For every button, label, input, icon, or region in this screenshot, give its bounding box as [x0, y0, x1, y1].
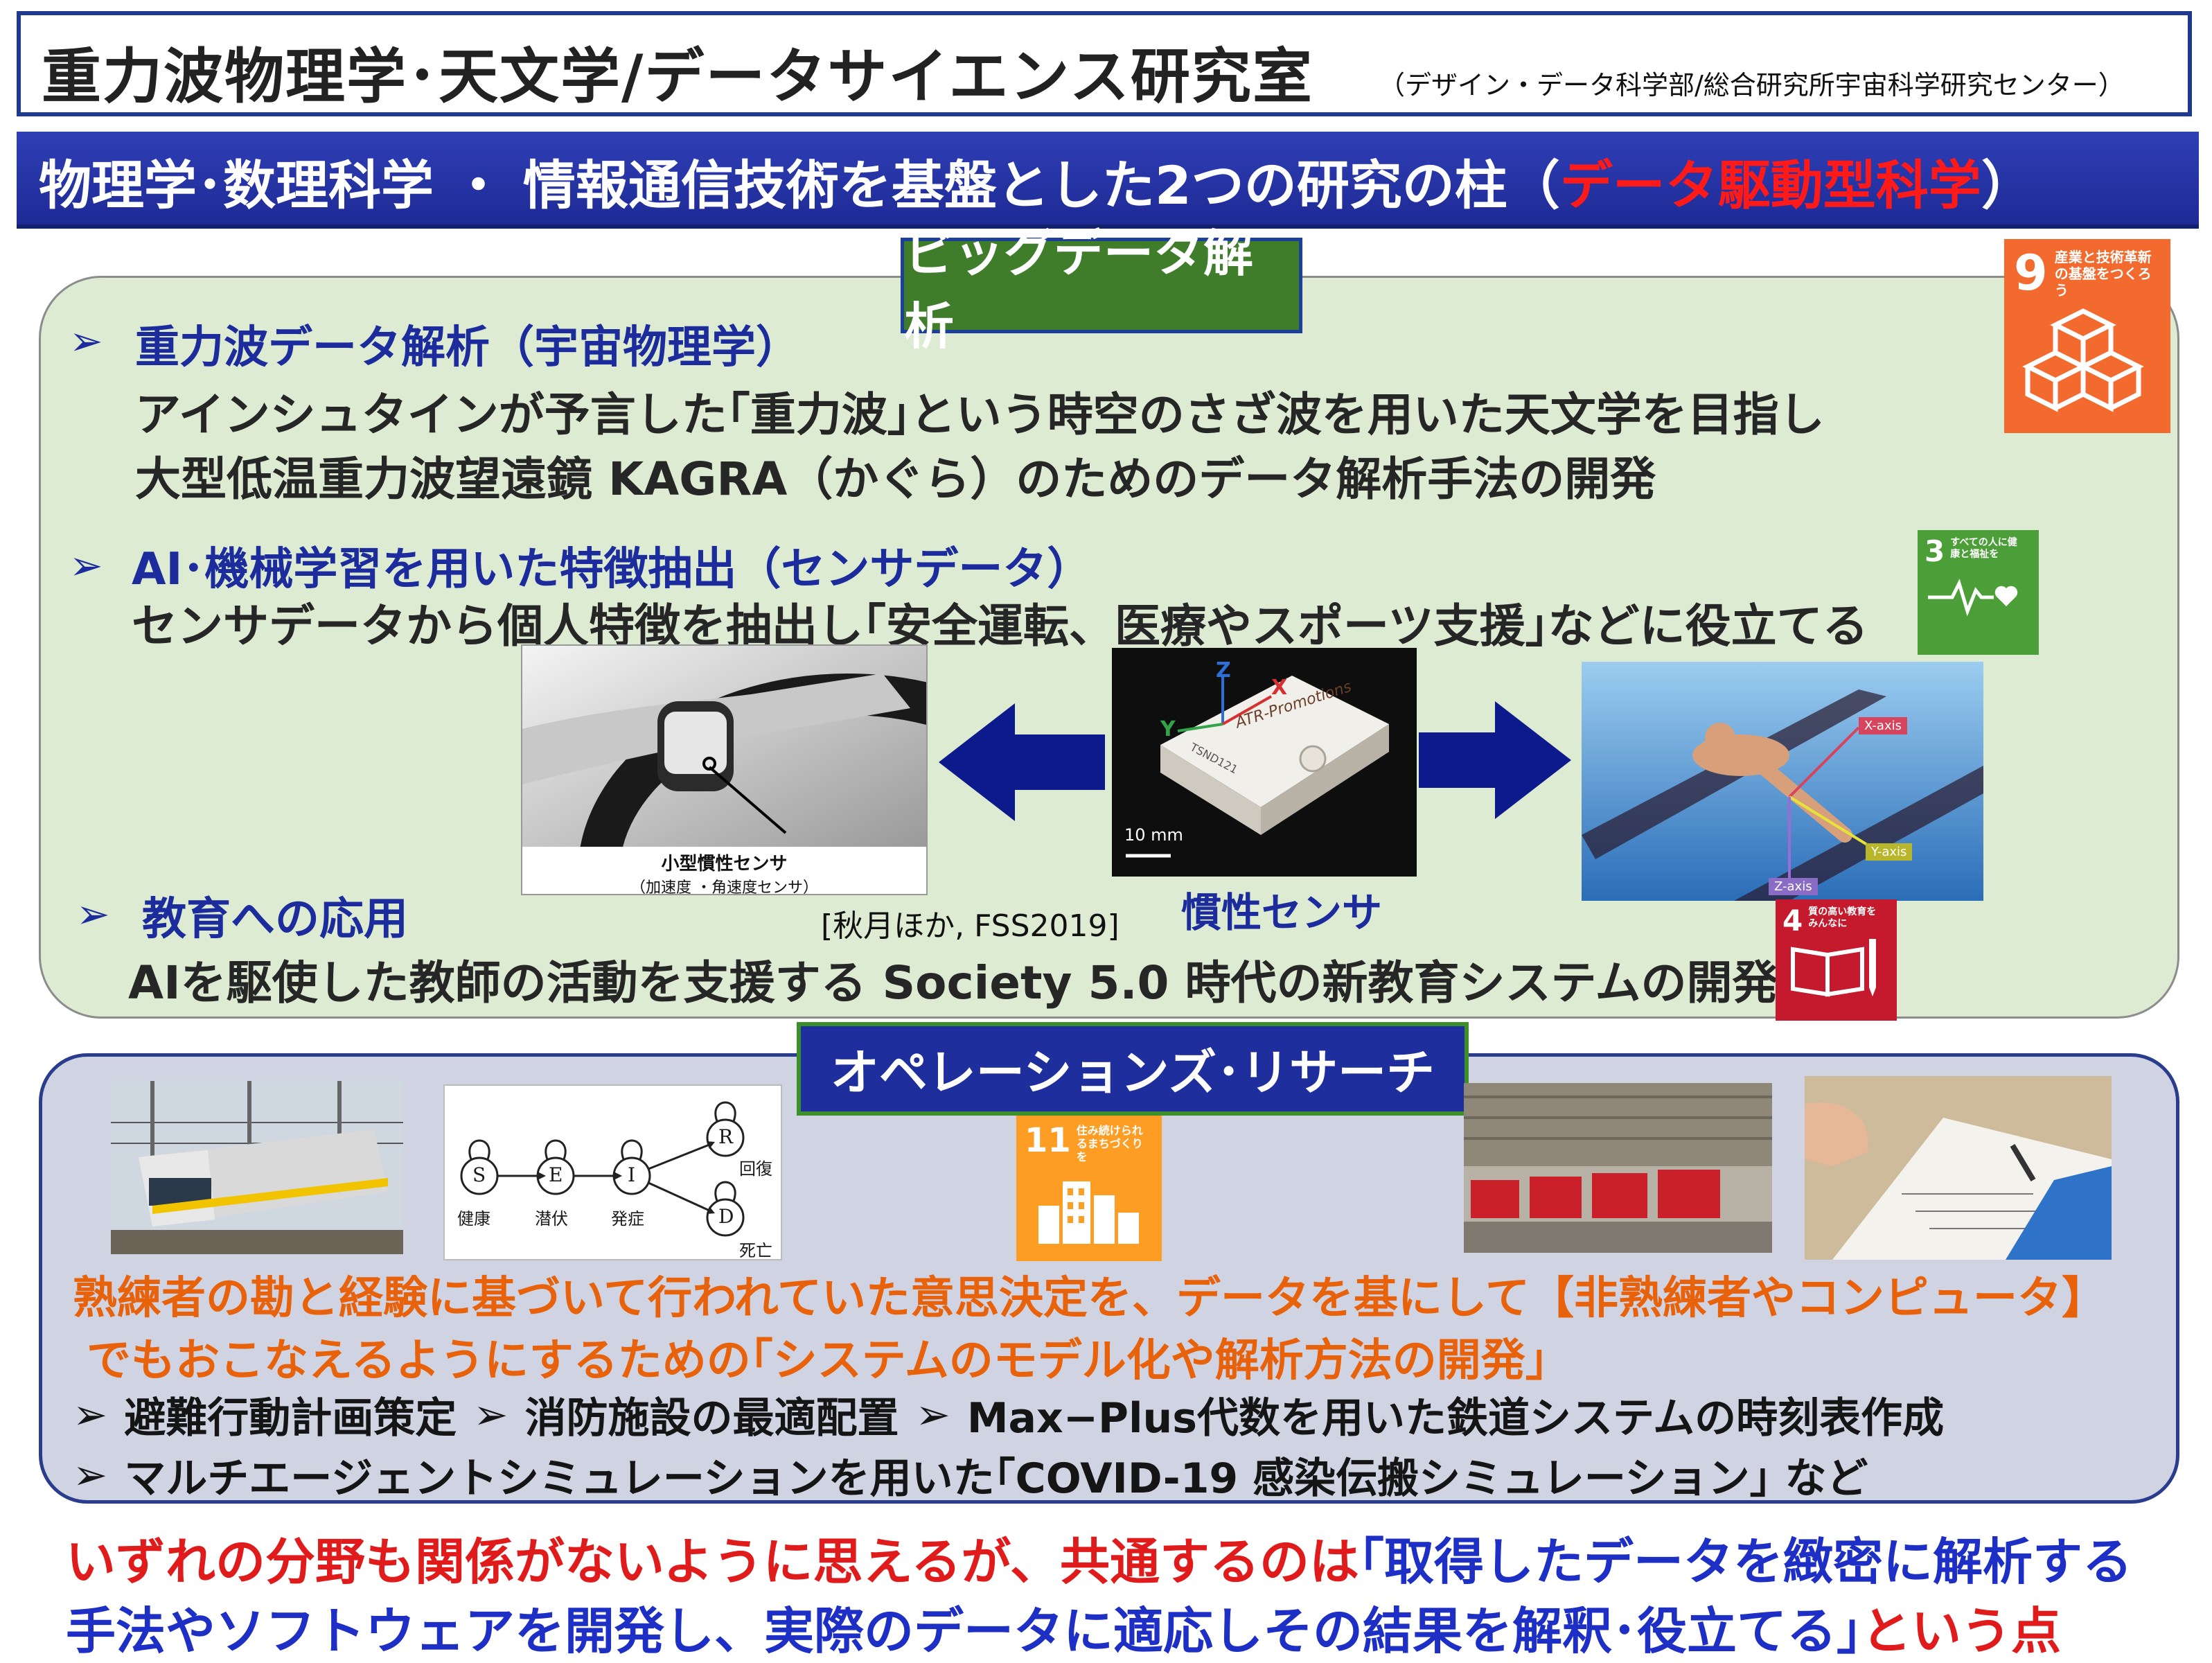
conclusion-line1-red: いずれの分野も関係がないように思えるが、共通するのは	[66, 1533, 1359, 1591]
or-item-row1: ➢ 避難行動計画策定 ➢ 消防施設の最適配置 ➢ Max−Plus代数を用いた鉄…	[73, 1384, 1944, 1445]
or-item-covid-simulation: マルチエージェントシミュレーションを用いた｢COVID-19 感染伝搬シミュレー…	[124, 1454, 1868, 1503]
topic1-line1: アインシュタインが予言した｢重力波｣という時空のさざ波を用いた天文学を目指し	[135, 388, 1825, 441]
topic1-line2: 大型低温重力波望遠鏡 KAGRA（かぐら）のためのデータ解析手法の開発	[135, 452, 1656, 506]
conclusion-line1-blue: ｢取得したデータを緻密に解析する	[1359, 1533, 2132, 1591]
sdg11-label: 住み続けられるまちづくりを	[1076, 1124, 1143, 1164]
swim-x-axis-label: X-axis	[1859, 717, 1907, 734]
axis-x-label: X	[1271, 676, 1288, 700]
banner-highlight: データ駆動型科学	[1559, 155, 1981, 216]
or-description-line1: 熟練者の勘と経験に基づいて行われていた意思決定を、データを基にして【非熟練者やコ…	[73, 1273, 2107, 1324]
scale-bar-label: 10 mm	[1124, 825, 1183, 845]
bullet-icon: ➢	[915, 1390, 950, 1439]
topic3-line1: AIを駆使した教師の活動を支援する Society 5.0 時代の新教育システム…	[128, 956, 1778, 1010]
sdg11-number: 11	[1025, 1121, 1071, 1160]
page-title: 重力波物理学･天文学/データサイエンス研究室	[42, 42, 1313, 112]
seir-node-d: D	[718, 1205, 734, 1228]
or-item-fire-facility: 消防施設の最適配置	[524, 1394, 899, 1443]
sdg-goal-4-badge: 4 質の高い教育をみんなに	[1776, 899, 1897, 1021]
conclusion-line2: 手法やソフトウェアを開発し、実際のデータに適応しその結果を解釈･役立てる｣という…	[66, 1590, 2061, 1663]
inertial-sensor-photo: Z X Y ATR-Promotions TSND121 10 mm	[1112, 648, 1417, 877]
cubes-icon	[2022, 308, 2144, 412]
seir-label-death: 死亡	[739, 1241, 772, 1260]
sdg-goal-11-badge: 11 住み続けられるまちづくりを	[1016, 1116, 1162, 1261]
bullet-icon: ➢	[69, 317, 103, 364]
conclusion-line1: いずれの分野も関係がないように思えるが、共通するのは｢取得したデータを緻密に解析…	[66, 1521, 2132, 1594]
sdg3-number: 3	[1925, 534, 1945, 568]
bullet-icon: ➢	[69, 542, 103, 589]
book-pencil-icon	[1791, 939, 1876, 997]
seir-node-r: R	[718, 1125, 734, 1148]
sensor-photo-subcaption: （加速度 ・角速度センサ）	[630, 879, 818, 895]
steering-wheel-image	[522, 646, 926, 894]
theme-banner	[17, 132, 2199, 229]
seir-label-healthy: 健康	[457, 1209, 490, 1229]
or-item-row2: ➢ マルチエージェントシミュレーションを用いた｢COVID-19 感染伝搬シミュ…	[73, 1445, 1868, 1505]
sdg4-label: 質の高い教育をみんなに	[1808, 906, 1877, 929]
conclusion-line2-blue: 手法やソフトウェアを開発し、実際のデータに適応しその結果を解釈･役立てる｣	[66, 1602, 1862, 1660]
train-photo	[111, 1081, 403, 1254]
swimmer-photo: X-axis Y-axis Z-axis	[1582, 662, 1983, 901]
bullet-icon: ➢	[73, 1390, 108, 1439]
city-buildings-icon	[1038, 1181, 1139, 1244]
big-data-tab: ビッグデータ解析	[901, 225, 1302, 355]
sdg-goal-3-badge: 3 すべての人に健康と福祉を	[1918, 530, 2039, 655]
topic2-heading: AI･機械学習を用いた特徴抽出（センサデータ）	[132, 544, 1092, 595]
arrow-left-icon	[939, 703, 1105, 821]
axis-y-label: Y	[1160, 717, 1176, 741]
conclusion-line2-red: という点	[1861, 1602, 2062, 1660]
sdg3-label: すべての人に健康と福祉を	[1950, 537, 2017, 560]
wrist-sensor-photo: 小型慣性センサ （加速度 ・角速度センサ）	[521, 644, 928, 895]
topic3-heading: 教育への応用	[142, 894, 408, 945]
seir-node-s: S	[472, 1163, 486, 1186]
seir-diagram: S E I R D 健康 潜伏 発症 回復 死亡	[443, 1084, 782, 1260]
banner-text-end: ）	[1981, 155, 2034, 216]
seir-label-latent: 潜伏	[535, 1209, 568, 1229]
or-item-railway-timetable: Max−Plus代数を用いた鉄道システムの時刻表作成	[966, 1394, 1945, 1443]
or-description-line2: でもおこなえるようにするための｢システムのモデル化や解析方法の開発｣	[87, 1335, 1548, 1387]
sdg9-label: 産業と技術革新の基盤をつくろう	[2054, 249, 2152, 299]
seir-node-e: E	[549, 1163, 563, 1186]
bullet-icon: ➢	[76, 890, 110, 938]
or-item-evacuation: 避難行動計画策定	[124, 1394, 457, 1443]
operations-research-tab: オペレーションズ･リサーチ	[797, 1022, 1469, 1116]
page-subtitle: （デザイン・データ科学部/総合研究所宇宙科学研究センター）	[1379, 70, 2125, 100]
theme-banner-text: 物理学･数理科学 ・ 情報通信技術を基盤とした2つの研究の柱（データ駆動型科学）	[39, 143, 2034, 219]
bullet-icon: ➢	[73, 1450, 108, 1499]
banner-text-main: 物理学･数理科学 ・ 情報通信技術を基盤とした2つの研究の柱（	[39, 155, 1560, 216]
citation-text: [秋月ほか, FSS2019]	[821, 908, 1120, 944]
seir-label-recovery: 回復	[739, 1159, 772, 1179]
teacher-writing-photo	[1805, 1076, 2112, 1260]
axis-z-label: Z	[1216, 658, 1231, 683]
swim-y-axis-label: Y-axis	[1866, 843, 1913, 861]
topic2-line1: センサデータから個人特徴を抽出し｢安全運転、医療やスポーツ支援｣などに役立てる	[132, 599, 1868, 653]
seir-node-i: I	[628, 1163, 636, 1186]
seir-label-onset: 発症	[611, 1209, 644, 1229]
sensor-photo-caption: 小型慣性センサ	[661, 854, 788, 874]
swim-z-axis-label: Z-axis	[1769, 878, 1818, 895]
fire-station-photo	[1464, 1083, 1772, 1253]
inertial-sensor-label: 慣性センサ	[1181, 889, 1383, 936]
topic1-heading: 重力波データ解析（宇宙物理学）	[135, 322, 800, 373]
sdg9-number: 9	[2014, 245, 2048, 301]
arrow-right-icon	[1419, 701, 1571, 819]
heartbeat-icon	[1928, 579, 2018, 617]
title-box	[17, 11, 2192, 116]
sdg4-number: 4	[1782, 904, 1803, 938]
sdg-goal-9-badge: 9 産業と技術革新の基盤をつくろう	[2004, 239, 2170, 433]
bullet-icon: ➢	[473, 1390, 508, 1439]
